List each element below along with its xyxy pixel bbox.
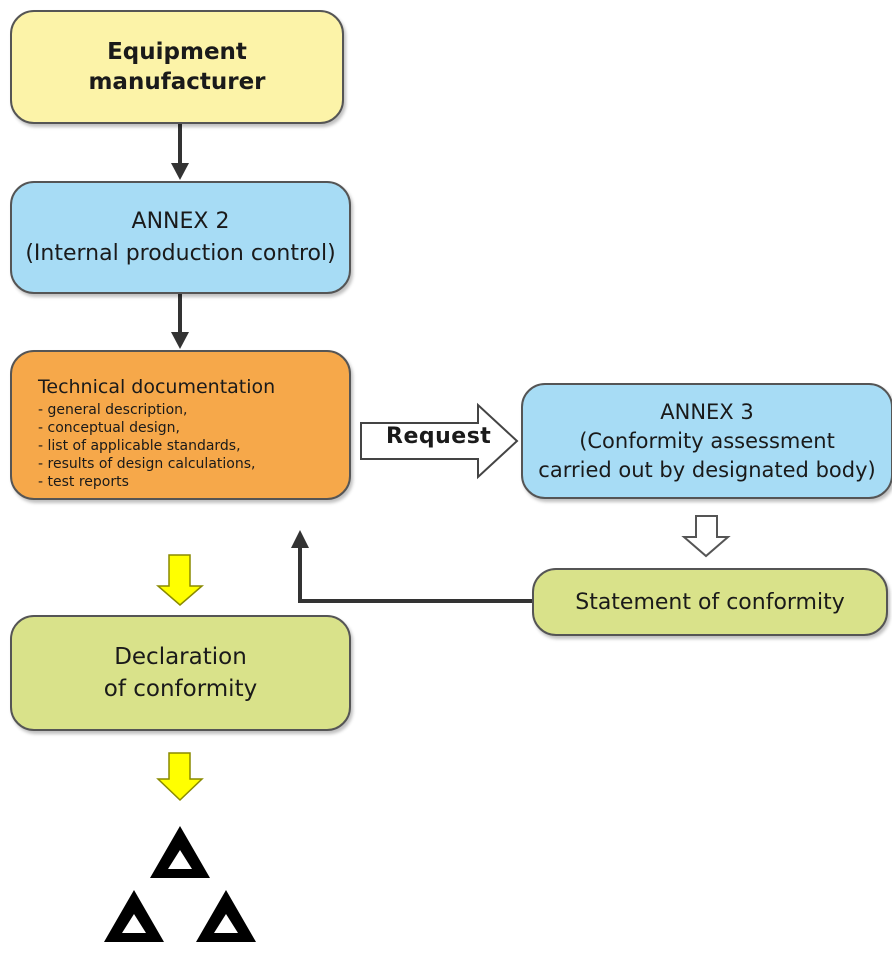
- list-item: - list of applicable standards,: [38, 438, 241, 454]
- statement-label: Statement of conformity: [575, 589, 845, 615]
- request-label: Request: [386, 424, 492, 449]
- list-item: - results of design calculations,: [38, 456, 256, 472]
- statement-of-conformity-box: Statement of conformity: [532, 568, 888, 636]
- declaration-label-line2: of conformity: [103, 676, 258, 702]
- declaration-label-line1: Declaration: [114, 644, 247, 670]
- manufacturer-label-line2: manufacturer: [88, 69, 266, 95]
- yellow-arrow-down-icon: [155, 554, 205, 606]
- manufacturer-label-line1: Equipment: [107, 39, 247, 65]
- annex2-title: ANNEX 2: [131, 208, 230, 234]
- arrow-down-icon: [171, 124, 189, 180]
- technical-documentation-title: Technical documentation: [38, 376, 276, 398]
- list-item: - general description,: [38, 402, 188, 418]
- list-item: - test reports: [38, 474, 129, 490]
- annex3-subtitle-line2: carried out by designated body): [538, 457, 876, 482]
- arrow-down-icon: [171, 294, 189, 349]
- list-item: - conceptual design,: [38, 420, 181, 436]
- annex3-box: ANNEX 3 (Conformity assessment carried o…: [521, 383, 892, 499]
- annex3-title: ANNEX 3: [660, 399, 754, 424]
- return-arrow-icon: [291, 530, 532, 603]
- yellow-arrow-down-icon: [156, 752, 204, 802]
- annex2-subtitle: (Internal production control): [25, 240, 336, 266]
- declaration-of-conformity-box: Declaration of conformity: [10, 615, 351, 731]
- hollow-arrow-down-icon: [681, 515, 731, 558]
- triangle-mark-icon: [104, 826, 256, 942]
- annex3-subtitle-line1: (Conformity assessment: [579, 428, 835, 453]
- technical-documentation-box: Technical documentation - general descri…: [10, 350, 351, 500]
- hollow-arrow-right-icon: [360, 402, 519, 480]
- annex2-box: ANNEX 2 (Internal production control): [10, 181, 351, 294]
- equipment-manufacturer-box: Equipment manufacturer: [10, 10, 344, 124]
